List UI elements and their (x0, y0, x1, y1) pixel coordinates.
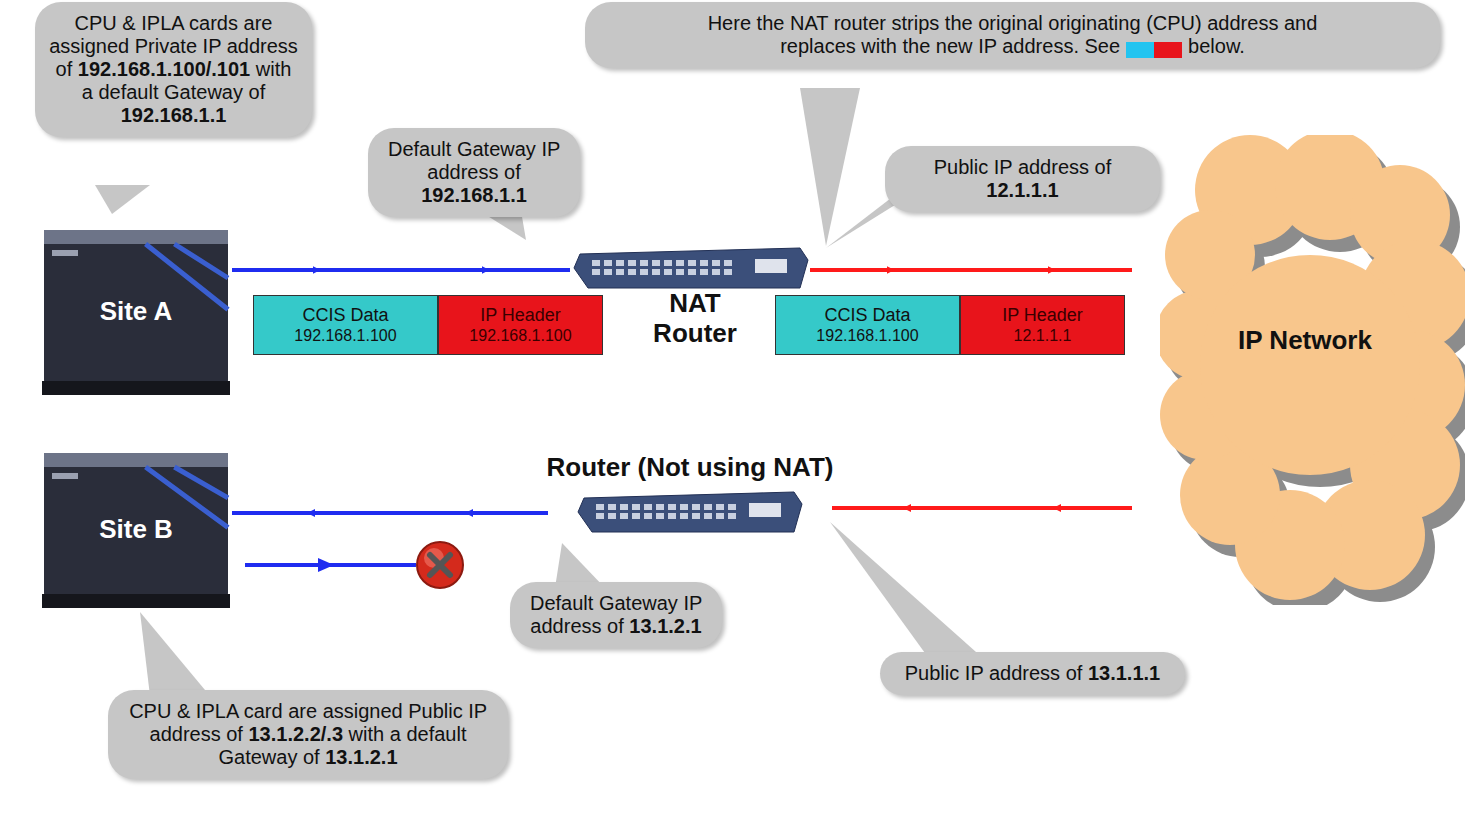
ccis-data-field: CCIS Data192.168.1.100 (775, 295, 960, 355)
packet-text: IP Header (961, 305, 1124, 326)
link-line (232, 268, 570, 272)
callout-bubble: Public IP address of 13.1.1.1 (880, 652, 1185, 695)
packet-text: 192.168.1.100 (439, 326, 602, 345)
callout-bubble: CPU & IPLA cards are assigned Private IP… (35, 2, 312, 137)
packet-text: CCIS Data (254, 305, 437, 326)
site-label: Site A (40, 296, 232, 326)
callout-text: Public IP address of 12.1.1.1 (934, 156, 1112, 201)
router-device (574, 490, 804, 534)
callout-bubble: Default Gateway IP address of 192.168.1.… (368, 128, 580, 217)
pbx-site: Site B (40, 445, 232, 610)
ip-header-field: IP Header192.168.1.100 (438, 295, 603, 355)
callout-bubble: Default Gateway IP address of 13.1.2.1 (510, 582, 722, 648)
ip-network: IP Network (1160, 135, 1465, 605)
packet-text: CCIS Data (776, 305, 959, 326)
router-label: NAT Router (640, 288, 750, 348)
callout-text: Default Gateway IP address of 192.168.1.… (388, 138, 560, 206)
callout-text: Default Gateway IP address of 13.1.2.1 (530, 592, 702, 637)
link-line (232, 511, 548, 515)
link-line (810, 268, 1132, 272)
callout-bubble: CPU & IPLA card are assigned Public IP a… (108, 690, 508, 779)
callout-bubble: Here the NAT router strips the original … (585, 2, 1440, 68)
nat-router: NAT Router (570, 246, 810, 358)
site-label: Site B (40, 514, 232, 544)
callout-text: CPU & IPLA cards are assigned Private IP… (49, 12, 298, 126)
ip-header-field: IP Header12.1.1.1 (960, 295, 1125, 355)
router-device (570, 246, 810, 290)
callout-text: below. (1188, 35, 1245, 57)
packet-color-key (1126, 40, 1182, 56)
packet-text: IP Header (439, 305, 602, 326)
router-no-nat: Router (Not using NAT) (548, 452, 832, 536)
pbx-site: Site A (40, 222, 232, 397)
link-line (832, 506, 1132, 510)
packet-text: 12.1.1.1 (961, 326, 1124, 345)
blocked-link (245, 542, 463, 588)
ccis-data-field: CCIS Data192.168.1.100 (253, 295, 438, 355)
router-label: Router (Not using NAT) (518, 452, 862, 482)
network-label: IP Network (1220, 325, 1390, 355)
callout-text: Public IP address of 13.1.1.1 (905, 662, 1160, 684)
packet-text: 192.168.1.100 (776, 326, 959, 345)
network-cloud (1160, 135, 1465, 605)
callout-bubble: Public IP address of 12.1.1.1 (885, 146, 1160, 212)
packet-text: 192.168.1.100 (254, 326, 437, 345)
callout-text: CPU & IPLA card are assigned Public IP a… (129, 700, 487, 768)
